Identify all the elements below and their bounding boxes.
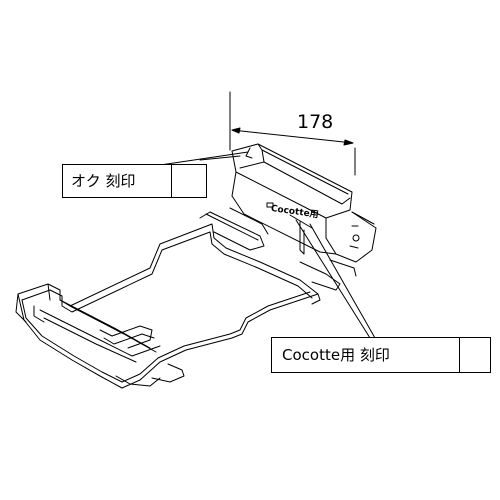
cocotte-stamp-checkbox[interactable] — [459, 337, 491, 373]
back-stamp-label: オク 刻印 — [71, 172, 136, 190]
dimension-178 — [229, 91, 356, 176]
back-stamp-callout: オク 刻印 — [62, 164, 172, 198]
cocotte-stamp-label: Cocotte用 刻印 — [282, 346, 390, 364]
wire-frame — [15, 207, 357, 389]
back-stamp-checkbox[interactable] — [171, 164, 207, 198]
stamp-housing — [231, 143, 377, 263]
cocotte-stamp-callout: Cocotte用 刻印 — [271, 337, 460, 373]
dimension-label: 178 — [297, 111, 334, 133]
